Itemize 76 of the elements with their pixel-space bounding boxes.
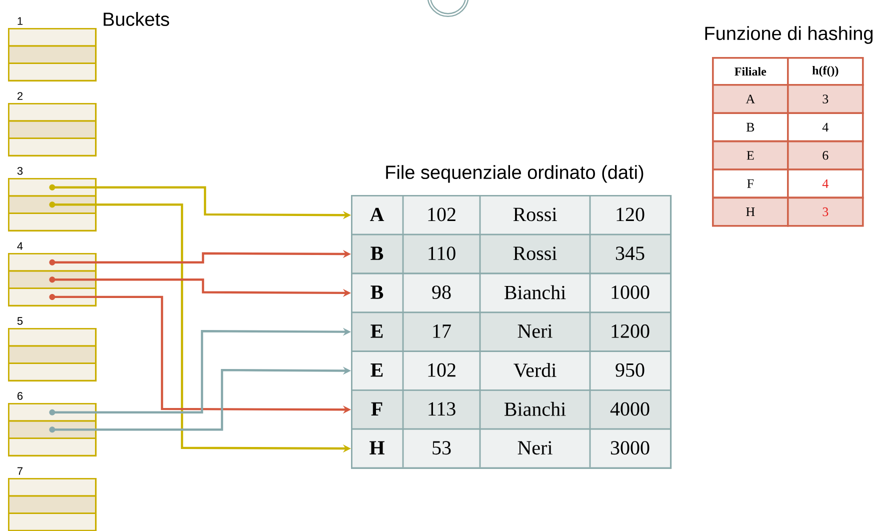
table-cell: E	[370, 364, 383, 377]
table-cell: E	[370, 324, 383, 338]
bucket-slot	[8, 45, 96, 64]
table-cell: 345	[616, 246, 644, 260]
bucket-slot	[8, 120, 96, 139]
hash-table-cell: 3	[787, 196, 864, 227]
table-cell: 950	[616, 363, 644, 377]
table-cell: Rossi	[513, 208, 557, 222]
hash-table-cell: 6	[787, 140, 864, 170]
table-row	[351, 350, 672, 391]
hash-table-cell: h(f())	[787, 57, 864, 86]
bucket-slot	[8, 62, 96, 82]
bucket-slot	[8, 328, 96, 347]
table-cell: Neri	[518, 441, 552, 455]
bucket-slot	[8, 495, 96, 514]
bucket-slot	[8, 512, 96, 531]
bucket-slot	[8, 345, 96, 364]
table-cell: Neri	[518, 324, 552, 338]
table-row	[351, 428, 672, 469]
table-cell: 110	[428, 246, 456, 260]
hash-table-cell: H	[712, 196, 789, 227]
table-title: Funzione di hashing	[705, 26, 873, 44]
hash-table-cell: B	[712, 112, 789, 142]
table-cell: B	[370, 246, 384, 260]
bucket-slot	[8, 438, 96, 456]
table-cell: 17	[433, 324, 451, 338]
hash-table-cell: A	[712, 84, 789, 114]
node-label: 5	[17, 317, 23, 325]
hash-table-cell: 3	[787, 84, 864, 114]
table-cell: H	[370, 441, 384, 454]
table-row	[351, 195, 672, 236]
node-label: 1	[18, 17, 23, 25]
hash-table-cell: 4	[787, 112, 864, 142]
table-row	[351, 312, 672, 352]
bucket-slot	[8, 103, 96, 122]
bucket-slot	[8, 288, 96, 306]
bucket-slot	[8, 420, 96, 439]
node-label: 3	[17, 167, 23, 175]
table-row	[351, 234, 672, 274]
table-cell: 102	[428, 208, 456, 222]
table-cell: Bianchi	[504, 285, 566, 300]
table-cell: 53	[432, 441, 451, 455]
table-row	[351, 272, 672, 314]
table-title: File sequenziale ordinato (dati)	[386, 165, 644, 183]
table-row	[351, 390, 672, 430]
table-cell: 98	[432, 286, 451, 299]
hash-table-cell: F	[712, 168, 789, 199]
hash-table-cell: Filiale	[712, 57, 789, 86]
bucket-box: 7	[8, 467, 97, 531]
bucket-slot	[8, 478, 96, 497]
node-label: 6	[18, 392, 23, 400]
bucket-slot	[8, 28, 96, 47]
table-cell: 1200	[612, 324, 650, 338]
table-cell: B	[370, 286, 384, 299]
node-label: 2	[17, 92, 23, 100]
node-label: 7	[18, 467, 23, 475]
bucket-slot	[8, 212, 96, 232]
table-cell: A	[370, 208, 384, 222]
table-cell: 3000	[610, 441, 650, 455]
hash-table-cell: 4	[787, 168, 864, 199]
hash-table-cell: E	[712, 140, 789, 170]
table-cell: 113	[428, 402, 456, 416]
table-cell: Verdi	[514, 362, 556, 378]
bucket-slot	[8, 195, 96, 214]
table-cell: Rossi	[513, 246, 557, 260]
table-cell: 120	[616, 208, 644, 222]
table-cell: Bianchi	[504, 402, 566, 416]
heading: Buckets	[104, 12, 170, 26]
bucket-slot	[8, 270, 96, 289]
bucket-slot	[8, 138, 96, 156]
table-cell: 1000	[612, 286, 650, 299]
bucket-slot	[8, 362, 96, 382]
node-label: 4	[17, 242, 23, 250]
table-cell: 4000	[610, 402, 650, 416]
table-cell: 102	[428, 363, 456, 377]
table-cell: F	[371, 402, 382, 416]
